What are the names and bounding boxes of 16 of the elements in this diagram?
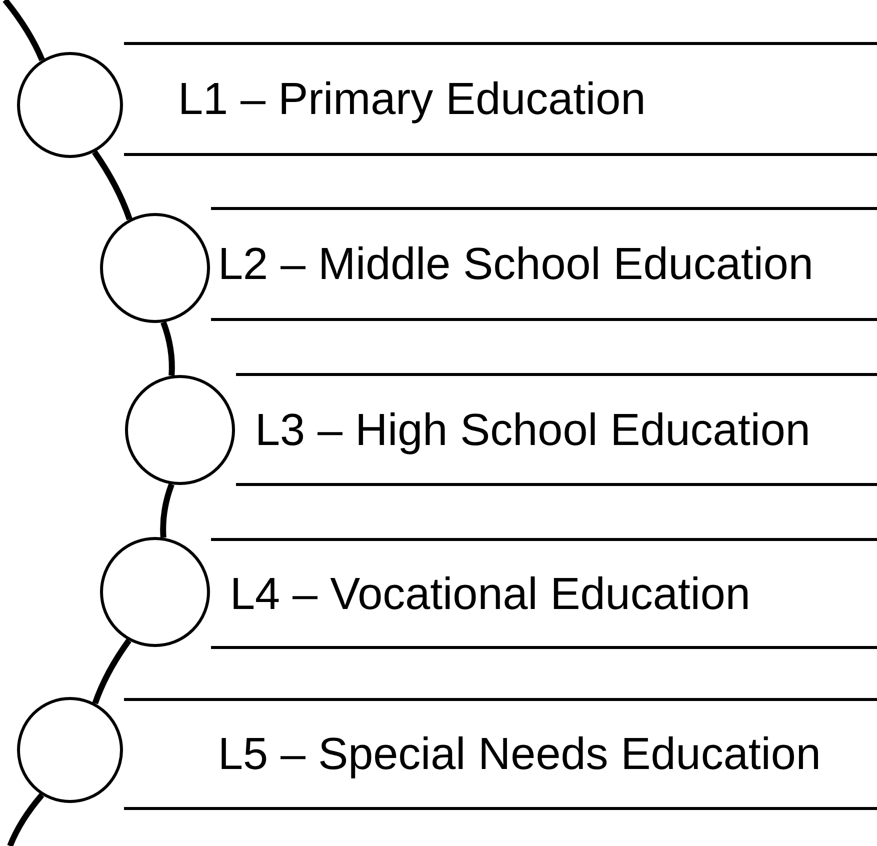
connector-line bbox=[92, 638, 132, 704]
connector-line bbox=[2, 0, 45, 62]
text-band bbox=[124, 698, 877, 810]
text-band bbox=[236, 373, 877, 486]
level-label: L4 – Vocational Education bbox=[230, 568, 750, 620]
level-label: L1 – Primary Education bbox=[178, 73, 646, 125]
text-band bbox=[124, 42, 877, 156]
connector-line bbox=[92, 150, 132, 220]
connector-line bbox=[160, 321, 175, 376]
text-band bbox=[211, 207, 877, 321]
level-label: L5 – Special Needs Education bbox=[218, 728, 821, 780]
connector-line bbox=[7, 793, 44, 846]
level-label: L3 – High School Education bbox=[255, 404, 810, 456]
level-label: L2 – Middle School Education bbox=[218, 238, 814, 290]
text-band bbox=[211, 538, 877, 649]
connector-line bbox=[160, 483, 174, 538]
